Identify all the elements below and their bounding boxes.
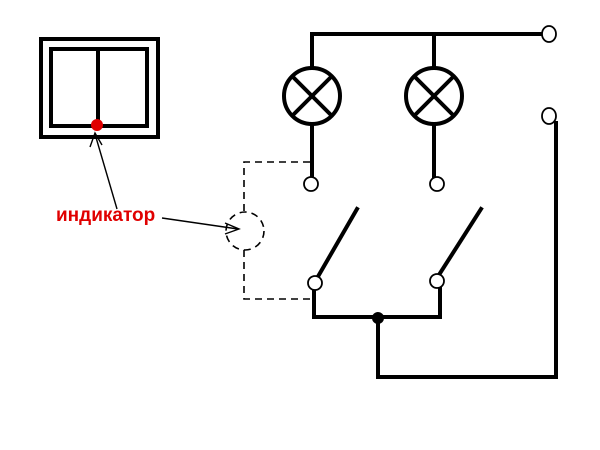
- top-bus-wire: [310, 32, 544, 70]
- arrow-to-faceplate-head: [89, 131, 103, 148]
- indicator-dot: [91, 119, 103, 131]
- arrow-to-indicator-line: [161, 217, 239, 230]
- indicator-dashed-top-lead: [243, 161, 310, 213]
- switch-1-pivot: [307, 275, 323, 291]
- faceplate-outer-frame: [39, 37, 160, 139]
- lamp-1-cross-b: [290, 74, 334, 118]
- switch-contact-2: [429, 176, 445, 192]
- supply-terminal-bottom: [541, 107, 557, 125]
- switch-faceplate-icon: [39, 37, 160, 139]
- indicator-dashed-circle: [225, 211, 265, 251]
- arrow-to-faceplate-line: [94, 133, 118, 210]
- supply-terminal-top: [541, 25, 557, 43]
- return-wire: [376, 121, 558, 379]
- junction-dot: [372, 312, 384, 324]
- lamp-2-icon: [404, 66, 464, 126]
- lamp-2-cross-b: [412, 74, 456, 118]
- indicator-label: индикатор: [56, 205, 156, 226]
- indicator-dashed-bottom-lead: [243, 250, 312, 300]
- terminals: [303, 25, 557, 291]
- annotation-arrows: [89, 131, 241, 235]
- circuit-wires: [310, 32, 558, 379]
- arrow-to-indicator-head: [224, 222, 241, 235]
- lamp-1-icon: [282, 66, 342, 126]
- indicator-symbol-icon: [225, 161, 312, 300]
- switch-2-blade: [434, 206, 484, 281]
- switch-contact-1: [303, 176, 319, 192]
- switch-1-blade: [313, 206, 360, 283]
- switch-2-pivot: [429, 273, 445, 289]
